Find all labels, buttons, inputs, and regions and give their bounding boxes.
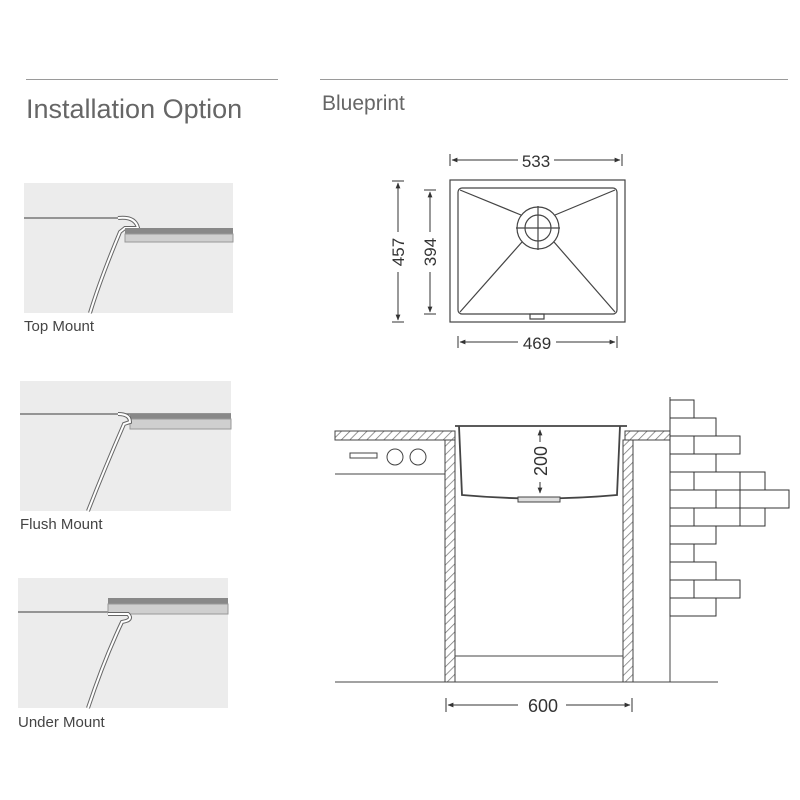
- label-under-mount: Under Mount: [18, 714, 105, 731]
- installation-title: Installation Option: [26, 94, 243, 124]
- dim-inner-width: 469: [523, 334, 551, 353]
- top-mount-illustration: [24, 183, 234, 314]
- dim-outer-depth: 457: [389, 238, 408, 266]
- dim-bowl-depth: 200: [531, 446, 551, 476]
- under-mount-illustration: [18, 578, 229, 709]
- flush-mount-illustration: [20, 381, 232, 512]
- installation-divider: [26, 79, 278, 80]
- cabinet-section-view: [334, 397, 718, 683]
- dim-outer-width: 533: [522, 152, 550, 171]
- plan-dimensions: [392, 154, 623, 348]
- blueprint-divider: [320, 79, 788, 80]
- label-top-mount: Top Mount: [24, 318, 95, 335]
- label-flush-mount: Flush Mount: [20, 516, 103, 533]
- dim-inner-depth: 394: [421, 238, 440, 266]
- sink-plan-view: [449, 179, 626, 323]
- brick-wall: [669, 399, 790, 617]
- blueprint-title: Blueprint: [322, 92, 405, 115]
- section-dimensions: [445, 429, 633, 712]
- dim-cabinet-width: 600: [528, 696, 558, 716]
